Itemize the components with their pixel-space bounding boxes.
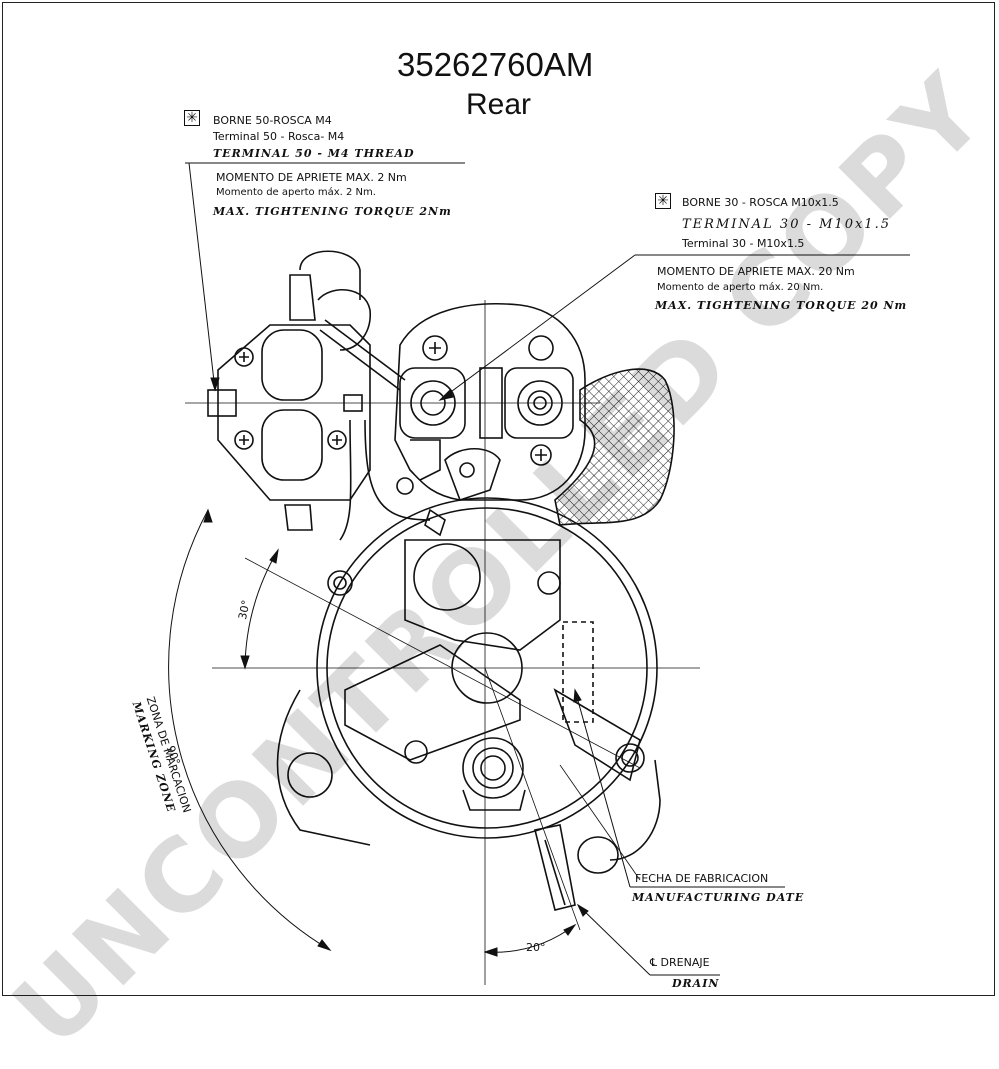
manufacturing-date-zone xyxy=(562,621,594,723)
cable-harness xyxy=(284,250,431,541)
braided-cable-sleeve xyxy=(554,368,675,526)
terminal50-torque1: MOMENTO DE APRIETE MAX. 2 Nm xyxy=(216,171,407,184)
terminal30-line2: TERMINAL 30 - M10x1.5 xyxy=(682,217,891,232)
terminal30-line3: Terminal 30 - M10x1.5 xyxy=(682,237,805,250)
manufacturing-date-leader xyxy=(573,688,785,888)
solenoid-body xyxy=(394,302,586,537)
drain-leader xyxy=(576,903,720,976)
part-number-title: 35262760AM xyxy=(397,46,594,83)
drawing-frame xyxy=(2,2,995,996)
asterisk-box-icon: ✳ xyxy=(655,193,671,209)
terminal30-line1: BORNE 30 - ROSCA M10x1.5 xyxy=(682,196,839,209)
view-title: Rear xyxy=(466,88,532,121)
terminal30-leaders xyxy=(438,254,910,401)
manufacturing-date-line1: FECHA DE FABRICACION xyxy=(635,872,769,885)
starter-rear-view-drawing xyxy=(168,162,910,985)
terminal50-leaders xyxy=(185,162,465,392)
terminal50-line1: BORNE 50-ROSCA M4 xyxy=(213,114,332,127)
drive-end xyxy=(462,737,576,911)
main-housing xyxy=(276,497,661,874)
drain-line1: ℄ DRENAJE xyxy=(650,956,710,969)
angle-90-dimension xyxy=(168,508,332,952)
angle-20-dimension xyxy=(483,923,577,957)
angle-20-label: 20° xyxy=(526,941,546,954)
mounting-holes xyxy=(327,570,645,773)
drain-line2: DRAIN xyxy=(672,977,720,990)
asterisk-box-icon: ✳ xyxy=(184,110,200,126)
terminal50-torque2: Momento de aperto máx. 2 Nm. xyxy=(216,187,376,198)
manufacturing-date-line2: MANUFACTURING DATE xyxy=(632,891,805,904)
terminal30-torque3: MAX. TIGHTENING TORQUE 20 Nm xyxy=(655,299,908,312)
solenoid-left xyxy=(207,324,371,501)
terminal30-torque2: Momento de aperto máx. 20 Nm. xyxy=(657,282,824,293)
centerlines xyxy=(185,300,700,985)
terminal50-line3: TERMINAL 50 - M4 THREAD xyxy=(213,147,415,160)
central-boss xyxy=(344,539,641,782)
terminal50-torque3: MAX. TIGHTENING TORQUE 2Nm xyxy=(213,205,452,218)
terminal50-line2: Terminal 50 - Rosca- M4 xyxy=(213,130,345,143)
terminal30-torque1: MOMENTO DE APRIETE MAX. 20 Nm xyxy=(657,265,855,278)
angle-30-dimension xyxy=(240,548,279,670)
